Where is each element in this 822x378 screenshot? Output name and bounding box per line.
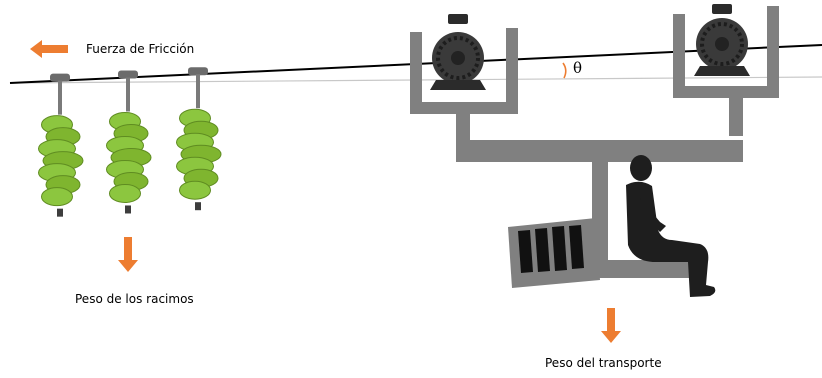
angle-arc [563,63,566,78]
electric-motor-icon [694,4,750,76]
angle-label: θ [573,59,582,77]
bunch-weight-label: Peso de los racimos [75,292,194,306]
friction-arrow-icon [30,40,68,58]
banana-bunch-icon [177,67,222,210]
banana-bunches [39,67,222,216]
banana-bunch-icon [107,70,152,213]
transport-weight-arrow-icon [601,308,621,343]
banana-bunch-icon [39,74,84,217]
friction-force-label: Fuerza de Fricción [86,42,194,56]
bunch-weight-arrow-icon [118,237,138,272]
transport-weight-label: Peso del transporte [545,356,662,370]
electric-motor-icon [430,14,486,90]
